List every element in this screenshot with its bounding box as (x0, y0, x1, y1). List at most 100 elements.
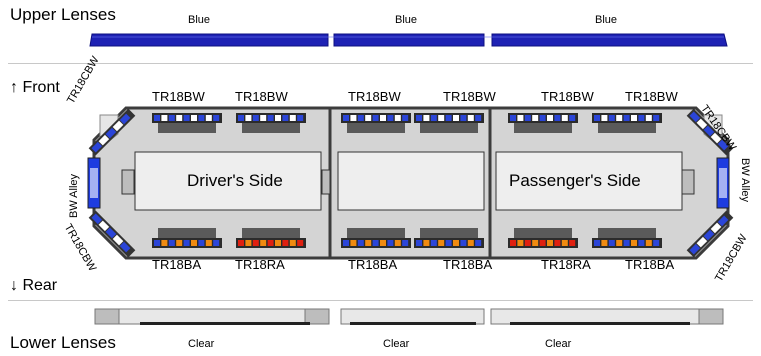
bottom-module-4-cell (467, 240, 474, 246)
bottom-light-modules (152, 228, 662, 248)
top-module-6-cell (645, 115, 652, 121)
bottom-module-3-cell (343, 240, 349, 246)
bottom-module-6-cell (594, 240, 600, 246)
bottom-module-5-cell (561, 240, 568, 246)
bottom-module-3-cell (380, 240, 386, 246)
top-module-1-cell (205, 115, 212, 121)
top-module-4-cell (423, 115, 430, 121)
top-module-6-mount (598, 123, 656, 133)
bottom-module-1-cell (183, 240, 190, 246)
top-module-2-cell (238, 115, 244, 121)
upper-lens-segment-3 (491, 33, 728, 47)
top-module-2-cell (297, 115, 304, 121)
bottom-module-5-cell (539, 240, 546, 246)
bottom-module-6-cell (638, 240, 645, 246)
top-module-1-cell (161, 115, 168, 121)
bottom-module-5-cell (554, 240, 561, 246)
top-module-3-cell (387, 115, 394, 121)
bottom-module-3-cell (350, 240, 357, 246)
top-module-1-cell (154, 115, 160, 121)
top-module-4-cell (475, 115, 482, 121)
arrow-up-icon: ↑ (10, 79, 18, 96)
corner-module-front-right (686, 108, 734, 156)
bottom-module-5-cell (524, 240, 531, 246)
bottom-module-5-cell (517, 240, 524, 246)
bottom-module-1-mount (158, 228, 216, 238)
top-module-2-cell (289, 115, 296, 121)
bottom-module-5-mount (514, 228, 572, 238)
divider-top (8, 63, 753, 64)
bottom-module-4-cell (438, 240, 445, 246)
bottom-module-3-cell (402, 240, 409, 246)
top-module-1-cell (183, 115, 190, 121)
center-compartment (337, 151, 485, 211)
alley-label-right: BW Alley (739, 158, 751, 203)
bottom-module-label-4: TR18BA (443, 257, 493, 272)
top-module-3-cell (357, 115, 364, 121)
lower-lens-bars (94, 308, 724, 325)
bottom-module-1-cell (198, 240, 205, 246)
top-module-6-cell (631, 115, 637, 121)
bottom-module-1-cell (176, 240, 183, 246)
upper-lens-segment-1 (89, 33, 329, 47)
bottom-module-3-cell (365, 240, 372, 246)
bottom-module-6-cell (645, 240, 652, 246)
bottom-module-2-cell (245, 240, 252, 246)
bottom-module-label-5: TR18RA (541, 257, 591, 272)
bottom-module-label-1: TR18BA (152, 257, 202, 272)
upper-lenses-title: Upper Lenses (10, 5, 116, 24)
passenger-side-label: Passenger's Side (509, 171, 641, 190)
bottom-module-6-mount (598, 228, 656, 238)
top-module-4-cell (416, 115, 422, 121)
top-module-3-mount (347, 123, 405, 133)
corner-modules (88, 108, 734, 258)
arrow-down-icon: ↓ (10, 277, 18, 294)
top-module-5-mount (514, 123, 572, 133)
top-module-6-cell (638, 115, 645, 121)
top-module-3-cell (372, 115, 379, 121)
top-module-4-cell (445, 115, 452, 121)
lower-lens-label-3: Clear (545, 338, 572, 350)
top-module-1-mount (158, 123, 216, 133)
lower-lenses-title: Lower Lenses (10, 333, 116, 352)
bottom-module-1-cell (154, 240, 160, 246)
bottom-module-6-cell (601, 240, 608, 246)
bottom-module-6-cell (608, 240, 615, 246)
top-module-6-cell (653, 115, 660, 121)
top-module-5-cell (547, 115, 553, 121)
top-module-4-mount (420, 123, 478, 133)
lower-lens-segment-3 (490, 308, 724, 325)
bottom-module-2-cell (282, 240, 289, 246)
top-module-4-cell (460, 115, 467, 121)
divider-bottom (8, 300, 753, 301)
upper-lens-label-3: Blue (595, 14, 618, 26)
top-module-6-cell (601, 115, 608, 121)
bottom-module-5-cell (510, 240, 516, 246)
top-module-4-cell (438, 115, 445, 121)
top-module-label-5: TR18BW (541, 89, 594, 104)
top-module-5-cell (510, 115, 516, 121)
bottom-module-label-6: TR18BA (625, 257, 675, 272)
alley-label-left: BW Alley (68, 173, 80, 218)
lower-lens-segment-2 (340, 308, 485, 325)
top-module-2-cell (267, 115, 274, 121)
bottom-module-5-cell (532, 240, 539, 246)
top-module-1-cell (213, 115, 220, 121)
bottom-module-1-cell (205, 240, 212, 246)
bottom-module-4-cell (453, 240, 459, 246)
bottom-module-5-cell (547, 240, 553, 246)
front-indicator: ↑ Front (10, 79, 60, 97)
bottom-module-label-2: TR18RA (235, 257, 285, 272)
bottom-module-1-cell (191, 240, 197, 246)
center-compartments (121, 151, 695, 211)
bottom-module-3-cell (394, 240, 401, 246)
bottom-module-4-cell (423, 240, 430, 246)
top-module-4-cell (430, 115, 437, 121)
bottom-module-2-cell (297, 240, 304, 246)
top-module-5-cell (532, 115, 539, 121)
top-module-3-cell (365, 115, 372, 121)
upper-lens-segment-2 (333, 33, 485, 47)
bottom-module-4-cell (430, 240, 437, 246)
bottom-module-6-cell (653, 240, 660, 246)
